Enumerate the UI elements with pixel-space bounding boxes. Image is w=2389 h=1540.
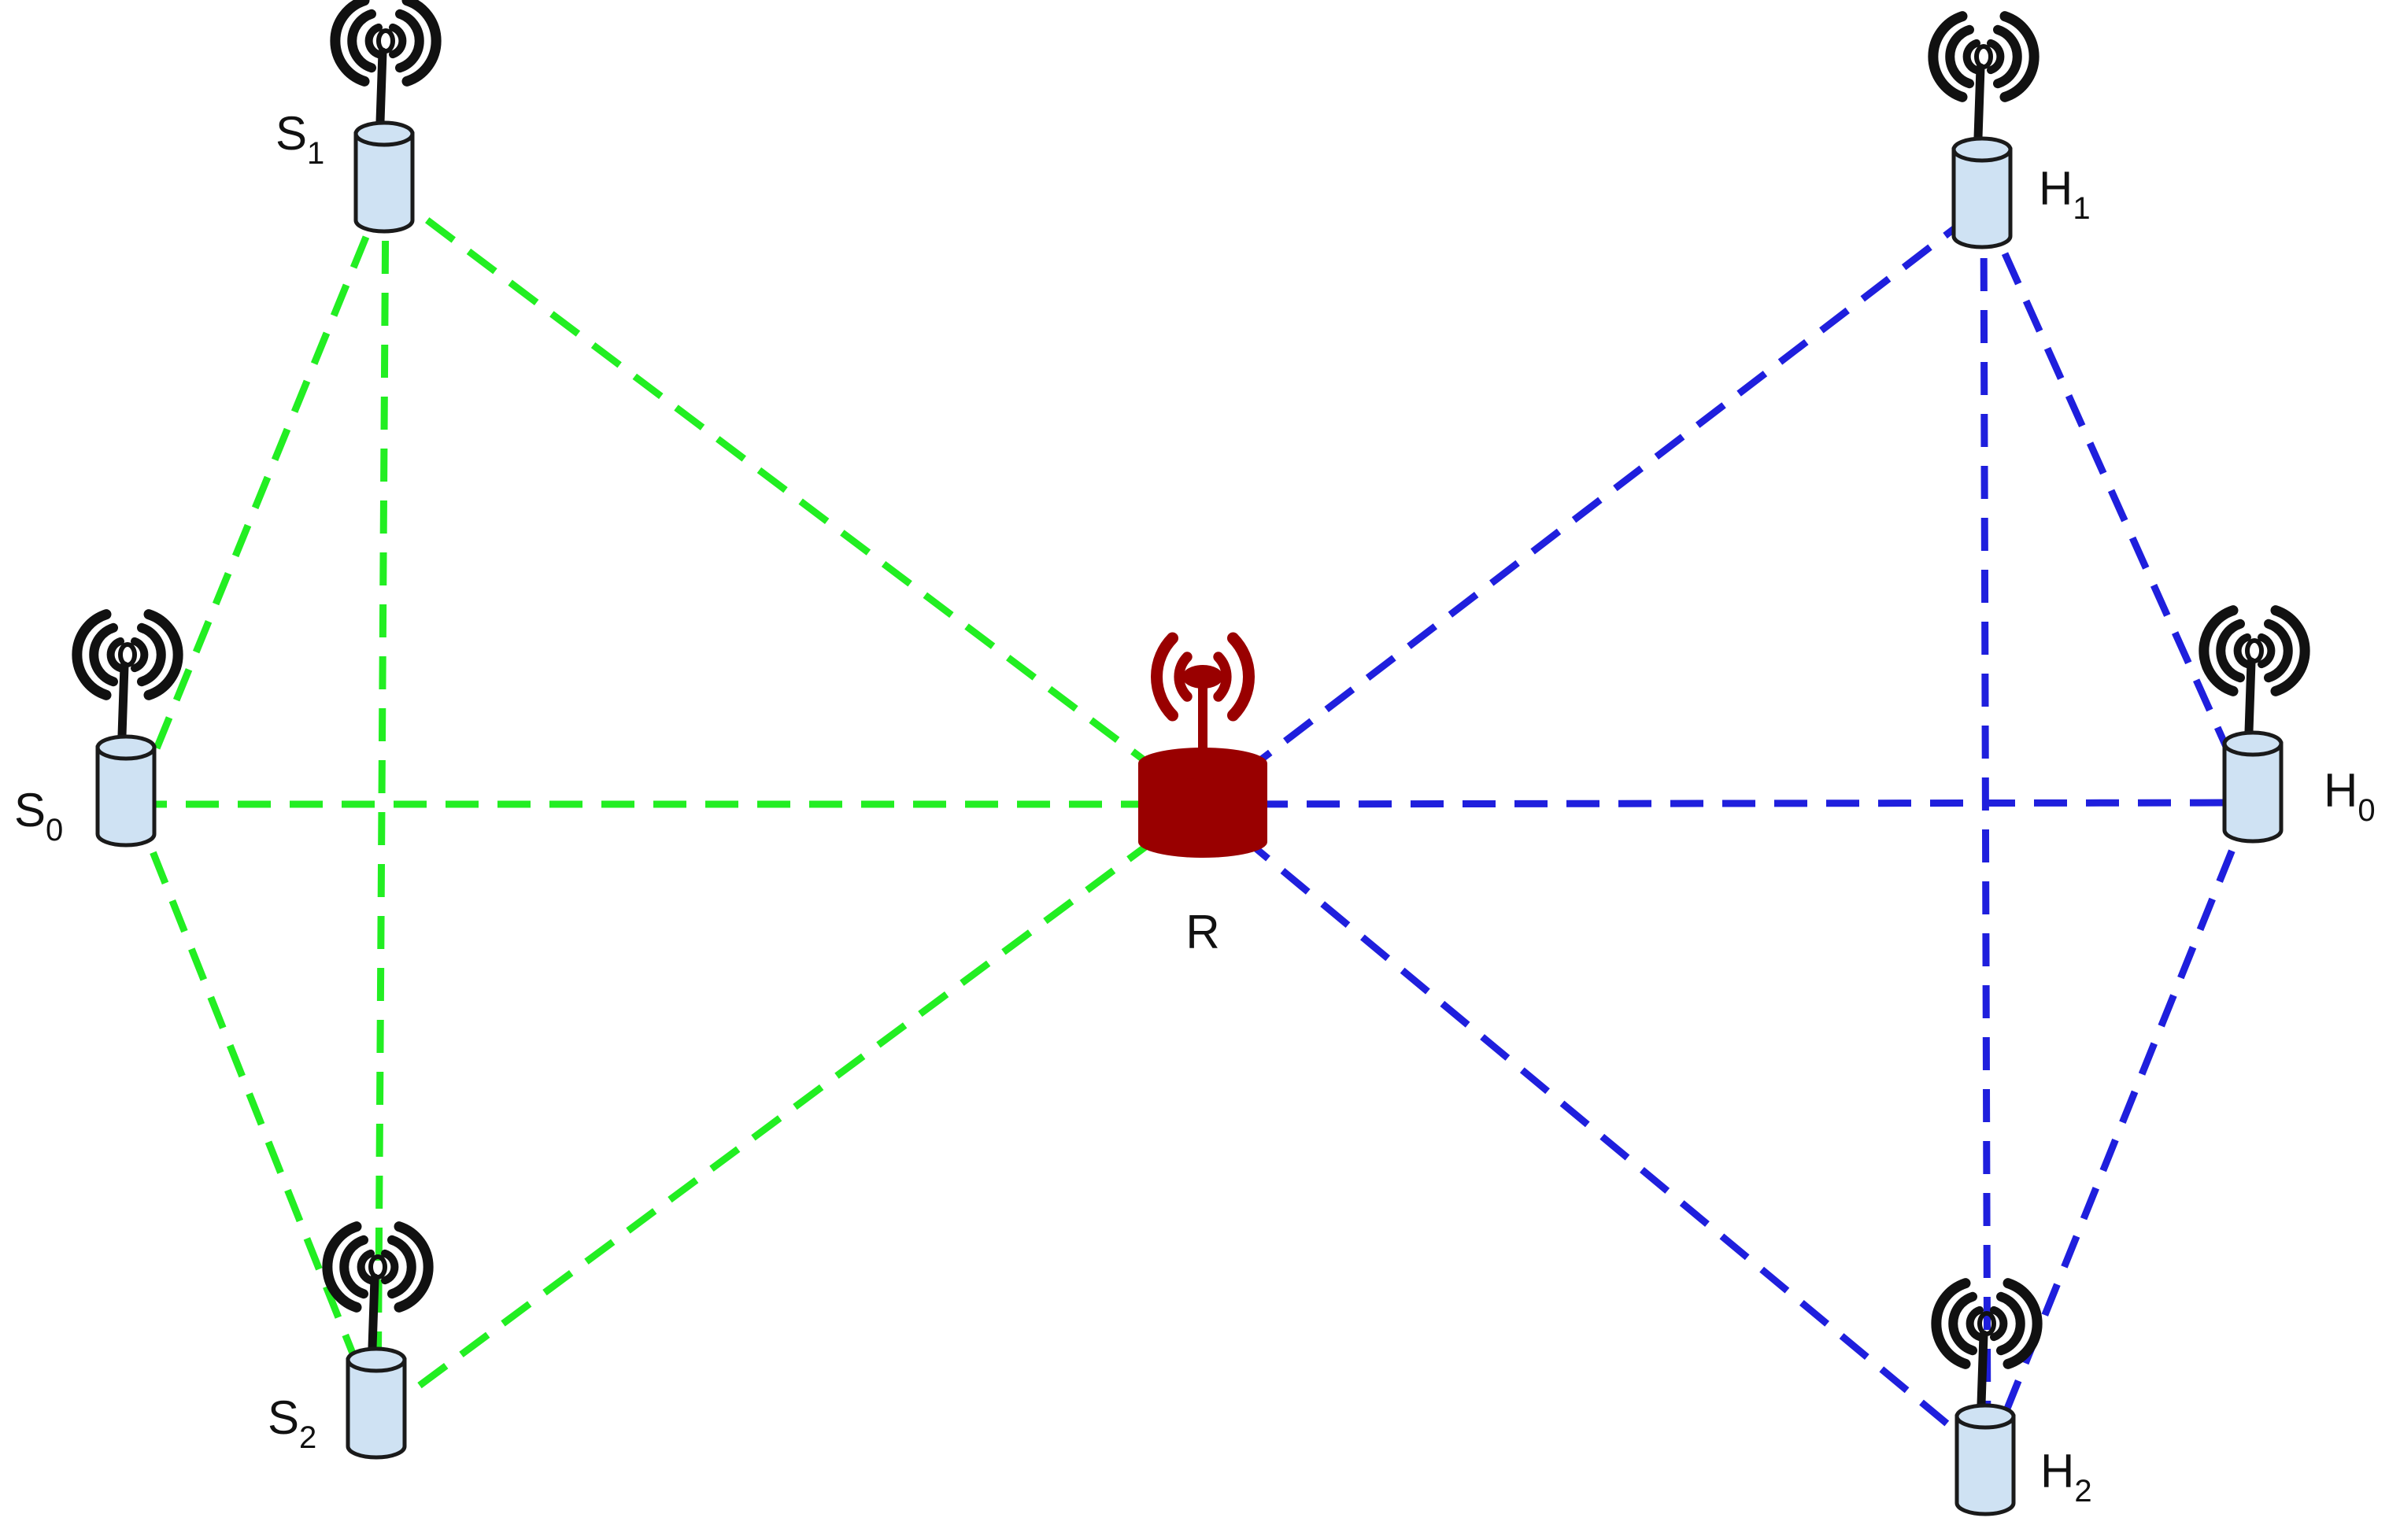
node-label-subscript: 0 (46, 813, 63, 848)
wireless-node-icon (1931, 1278, 2043, 1516)
link-s1-s0 (130, 187, 390, 806)
wireless-node-icon (330, 0, 442, 234)
node-s0 (72, 609, 183, 848)
link-s1-r (383, 186, 1205, 807)
wireless-node-icon (322, 1221, 434, 1460)
link-r-h1 (1200, 203, 1986, 807)
node-label-subscript: 2 (299, 1420, 316, 1455)
link-s2-r (375, 801, 1205, 1420)
node-s1 (330, 0, 442, 234)
node-label-h2: H2 (2040, 1445, 2092, 1509)
node-label-h1: H1 (2039, 162, 2091, 226)
node-label-s1: S1 (276, 107, 324, 171)
link-s1-s2 (374, 188, 390, 1417)
node-label-s0: S0 (14, 784, 63, 848)
node-h1 (1928, 11, 2040, 249)
node-s2 (322, 1221, 434, 1460)
node-relay (1138, 632, 1267, 858)
link-r-h2 (1200, 801, 1990, 1461)
link-h0-h2 (1984, 801, 2255, 1459)
node-label-subscript: 1 (2073, 191, 2090, 226)
nodes-layer (72, 0, 2310, 1516)
node-label-h0: H0 (2324, 764, 2376, 828)
links-layer (130, 186, 2255, 1461)
node-label-letter: S (268, 1391, 299, 1444)
node-label-subscript: 1 (307, 136, 324, 171)
link-s0-s2 (130, 803, 382, 1418)
relay-antenna-icon (1138, 632, 1267, 858)
node-label-subscript: 0 (2358, 793, 2375, 828)
link-r-h0 (1202, 799, 2252, 808)
wireless-node-icon (2199, 605, 2310, 844)
link-h1-h2 (1980, 205, 1991, 1458)
relay-label: R (1185, 906, 1219, 958)
node-label-letter: S (14, 784, 46, 836)
wireless-node-icon (1928, 11, 2040, 249)
node-h0 (2199, 605, 2310, 844)
link-h1-h0 (1980, 205, 2255, 804)
wireless-node-icon (72, 609, 183, 848)
node-label-letter: H (2039, 162, 2073, 215)
node-label-letter: H (2324, 764, 2358, 817)
node-label-s2: S2 (268, 1391, 316, 1455)
node-label-letter: H (2040, 1445, 2074, 1498)
node-label-subscript: 2 (2074, 1474, 2091, 1509)
node-h2 (1931, 1278, 2043, 1516)
node-label-letter: S (276, 107, 307, 160)
